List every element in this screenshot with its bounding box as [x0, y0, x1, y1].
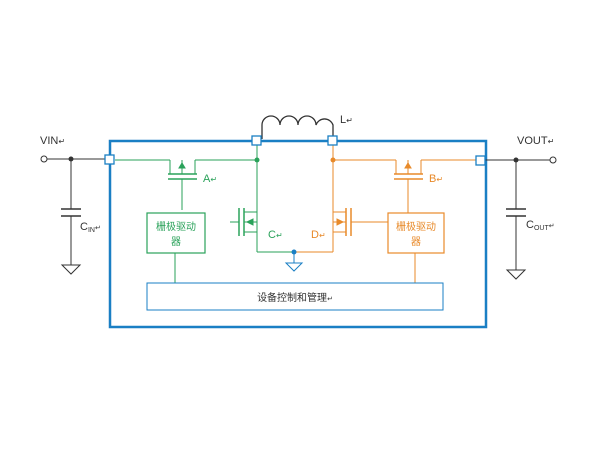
- inductor: [261, 115, 334, 139]
- switch-c-label: C↵: [268, 229, 283, 241]
- switch-node-left: [254, 157, 260, 163]
- cout-label: COUT↵: [526, 219, 555, 232]
- switch-b-label: B↵: [429, 173, 443, 185]
- switch-node-right: [330, 157, 336, 163]
- controller-label: 设备控制和管理↵: [257, 291, 333, 304]
- vout-label: VOUT↵: [517, 135, 554, 147]
- pin-sw1: [251, 135, 262, 146]
- controller-box: [146, 282, 444, 311]
- vin-wire: [40, 155, 105, 163]
- mosfet-d: [333, 208, 388, 236]
- cin-ground-icon: [60, 264, 82, 275]
- gate-driver-left-line2: 器: [171, 236, 181, 248]
- chip-outline: [108, 139, 488, 329]
- pin-vout: [475, 155, 486, 166]
- pin-sw2: [327, 135, 338, 146]
- orange-path: [294, 144, 476, 283]
- gate-driver-left-box: [146, 212, 206, 254]
- switch-d-label: D↵: [311, 229, 326, 241]
- cout-ground-icon: [505, 269, 527, 280]
- pin-vin: [104, 154, 115, 165]
- mosfet-c: [230, 208, 257, 236]
- inductor-label: L↵: [340, 114, 353, 126]
- gate-driver-right-line2: 器: [411, 236, 421, 248]
- internal-ground-icon: [284, 252, 304, 272]
- mosfet-b: [394, 160, 423, 213]
- cin-capacitor: [61, 159, 81, 265]
- vout-wire: [485, 156, 557, 164]
- switch-a-label: A↵: [203, 173, 217, 185]
- gate-driver-right-line1: 栅极驱动: [396, 220, 436, 233]
- gate-driver-left-line1: 栅极驱动: [156, 220, 196, 233]
- cout-capacitor: [506, 160, 526, 270]
- vin-label: VIN↵: [40, 135, 65, 147]
- cin-label: CIN↵: [80, 221, 101, 234]
- mosfet-a: [168, 160, 197, 210]
- gate-driver-right-box: [387, 212, 445, 254]
